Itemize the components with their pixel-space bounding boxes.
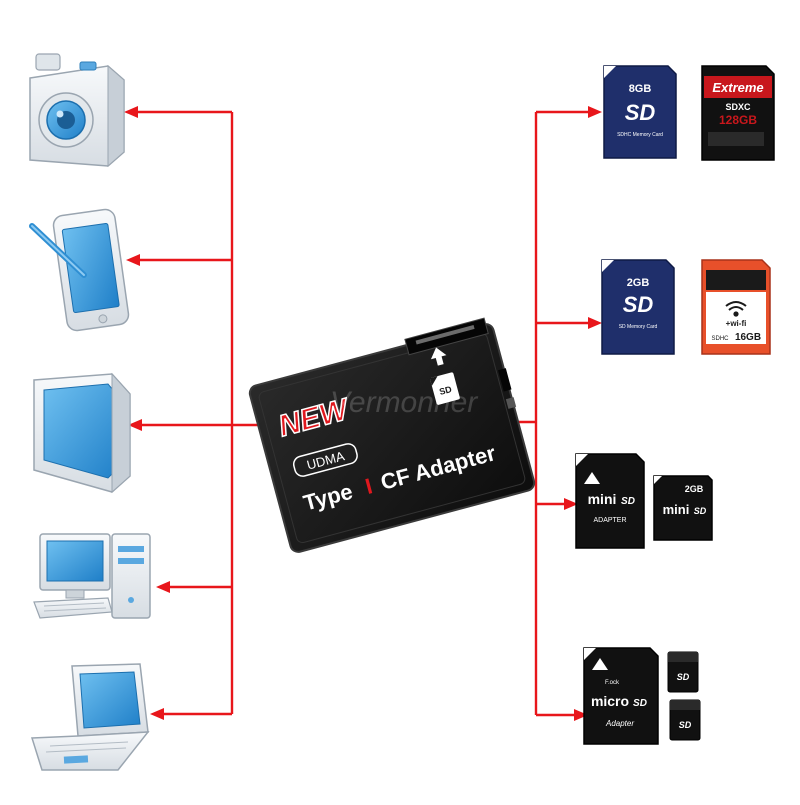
extreme-class-label: SDXC bbox=[725, 102, 751, 112]
minisd-2gb-card: 2GB mini SD bbox=[653, 475, 713, 541]
tablet-icon bbox=[29, 208, 130, 332]
arrow-monitor bbox=[128, 419, 142, 431]
microsd-adapter-card: F.ock micro SD Adapter bbox=[583, 647, 659, 745]
arrow-card-row1 bbox=[588, 106, 602, 118]
microsd-adapter-caption: Adapter bbox=[605, 719, 634, 728]
sd-capacity-2gb: 2GB bbox=[627, 277, 650, 289]
microsd-adapter-top: F.ock bbox=[605, 680, 620, 686]
microsd-card-logo-top: SD bbox=[677, 672, 690, 682]
arrow-card-row4 bbox=[574, 709, 588, 721]
minisd-adapter-logo-b: SD bbox=[621, 496, 635, 507]
minisd-card-logo-b: SD bbox=[694, 506, 707, 516]
arrow-tablet bbox=[126, 254, 140, 266]
arrow-camera bbox=[124, 106, 138, 118]
sd-logo-icon: SD bbox=[429, 372, 460, 405]
watermark-text: Vermonher bbox=[330, 386, 478, 419]
connector-lines bbox=[136, 110, 590, 717]
sd-capacity-8gb: 8GB bbox=[629, 83, 652, 95]
wifi-capacity-label: 16GB bbox=[735, 332, 761, 343]
microsd-adapter-logo-b: SD bbox=[633, 698, 647, 709]
laptop-icon bbox=[30, 663, 150, 771]
microsd-card-logo-bottom: SD bbox=[679, 720, 692, 730]
microsd-card-top: SD bbox=[667, 651, 699, 693]
sd-logo-row1: SD bbox=[625, 100, 656, 125]
minisd-arrow-icon bbox=[584, 472, 600, 484]
sd-logo-row2: SD bbox=[623, 292, 654, 317]
desktop-computer-icon bbox=[33, 533, 151, 619]
microsd-card-bottom: SD bbox=[669, 699, 701, 741]
minisd-adapter-logo-a: mini bbox=[588, 491, 617, 507]
minisd-card-logo-a: mini bbox=[663, 502, 690, 517]
udma-box bbox=[292, 443, 358, 477]
sd-2gb-card: 2GB SD SD Memory Card bbox=[601, 259, 675, 355]
extreme-brand-label: Extreme bbox=[712, 80, 763, 95]
arrow-card-row2 bbox=[588, 317, 602, 329]
extreme-128gb-card: Extreme SDXC 128GB bbox=[701, 65, 775, 161]
cf-adapter: NEW SD UDMA Type I CF Adapter bbox=[248, 317, 536, 553]
arrow-laptop bbox=[150, 708, 164, 720]
arrow-desktop bbox=[156, 581, 170, 593]
arrow-card-row3 bbox=[564, 498, 578, 510]
minisd-capacity: 2GB bbox=[685, 484, 704, 494]
insert-arrow-icon bbox=[430, 347, 447, 366]
wifi-class-label: SDHC bbox=[711, 336, 729, 342]
wifi-label: +wi-fi bbox=[726, 319, 747, 328]
microsd-adapter-logo-a: micro bbox=[591, 693, 629, 709]
sd-caption-row2: SD Memory Card bbox=[619, 324, 658, 330]
minisd-adapter-caption: ADAPTER bbox=[593, 517, 626, 524]
wifi-icon bbox=[725, 301, 747, 317]
extreme-capacity-label: 128GB bbox=[719, 113, 757, 127]
minisd-adapter-card: mini SD ADAPTER bbox=[575, 453, 645, 549]
sd-caption-row1: SDHC Memory Card bbox=[617, 132, 663, 138]
sdhc-8gb-card: 8GB SD SDHC Memory Card bbox=[603, 65, 677, 159]
camera-icon bbox=[29, 53, 125, 168]
microsd-arrow-icon bbox=[592, 658, 608, 670]
svg-text:SD: SD bbox=[438, 384, 453, 397]
wifi-sd-16gb-card: +wi-fi SDHC 16GB bbox=[701, 259, 771, 355]
arrowheads bbox=[124, 106, 602, 721]
monitor-icon bbox=[33, 372, 131, 494]
